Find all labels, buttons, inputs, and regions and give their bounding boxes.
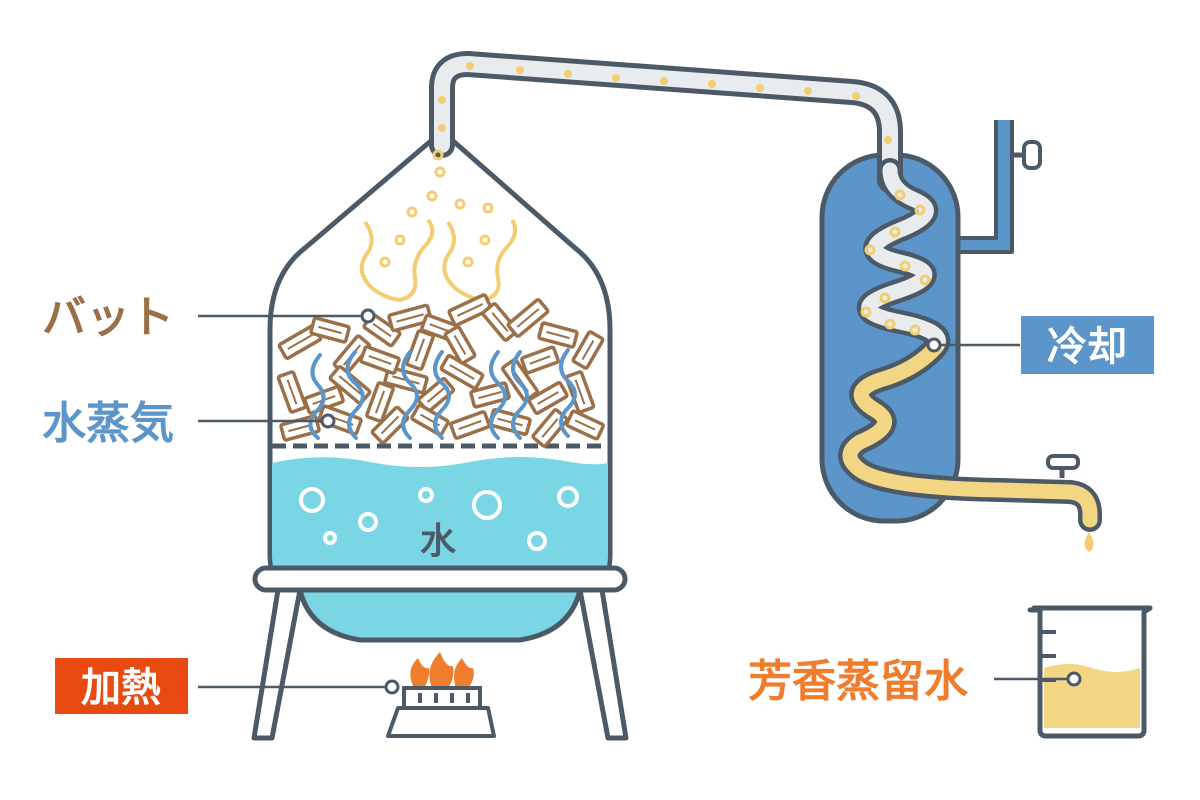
label-vat: バット: [42, 292, 174, 343]
wood-grain: [478, 390, 502, 400]
wood-grain: [286, 379, 298, 405]
valve-knob: [1022, 140, 1042, 170]
label-cooling: 冷却: [1047, 324, 1127, 370]
vessel-bottom: [297, 587, 583, 643]
flame-left: [410, 658, 430, 688]
label-heating: 加熱: [81, 665, 161, 711]
burner-flame-icon: [386, 652, 496, 738]
wood-grain: [458, 419, 482, 431]
water-body: [272, 457, 608, 588]
wood-grain: [574, 379, 586, 405]
flame-center: [429, 652, 454, 688]
steam-squiggles: [308, 348, 577, 440]
cooling-badge: 冷却: [1021, 316, 1154, 374]
wood-grain: [537, 391, 559, 405]
label-hydrosol: 芳香蒸留水: [748, 656, 969, 707]
wood-grain: [541, 418, 559, 438]
wood-grain: [368, 354, 392, 366]
wood-grain: [456, 303, 484, 317]
wood-grain: [491, 312, 509, 332]
stand-ring: [252, 565, 628, 593]
wood-grain: [396, 313, 424, 323]
leader-lines: [198, 308, 1082, 695]
beaker-liquid: [1044, 664, 1140, 728]
beaker-icon: [1027, 605, 1153, 739]
wood-grain: [546, 330, 570, 340]
wood-grain: [581, 339, 595, 361]
wood-grain: [372, 322, 392, 338]
wood-grain: [449, 364, 475, 380]
water-bubbles: [299, 486, 579, 551]
wood-grain: [287, 334, 313, 350]
droplet: [1084, 532, 1094, 552]
heating-badge: 加熱: [55, 658, 188, 714]
wood-chips: [276, 293, 605, 448]
wood-grain: [453, 334, 467, 356]
label-steam: 水蒸気: [42, 398, 174, 449]
flame-right: [454, 658, 474, 688]
faucet-icon: [1046, 454, 1080, 478]
wood-grain: [414, 338, 426, 362]
beaker-outline: [1027, 605, 1153, 739]
stand-leg-right: [577, 587, 629, 741]
wood-grain: [318, 325, 342, 335]
wood-grain: [516, 308, 540, 328]
stand: [251, 565, 629, 741]
wood-grain: [288, 423, 312, 433]
wood-grain: [374, 390, 386, 414]
wood-grain: [497, 417, 523, 427]
wood-grain: [426, 387, 446, 403]
stand-leg-left: [251, 587, 303, 741]
wood-grain: [338, 375, 362, 395]
coil-vapor-dots: [860, 189, 931, 336]
vapor-pipe: [429, 51, 903, 193]
burner-base: [386, 706, 496, 738]
wood-grain: [429, 323, 451, 333]
pipe-vapor-dots: [438, 62, 892, 144]
label-water: 水: [420, 521, 457, 562]
wood-grain: [380, 415, 400, 435]
still-vessel: [267, 137, 613, 643]
wood-grain: [574, 419, 596, 431]
wood-grain: [529, 355, 551, 365]
